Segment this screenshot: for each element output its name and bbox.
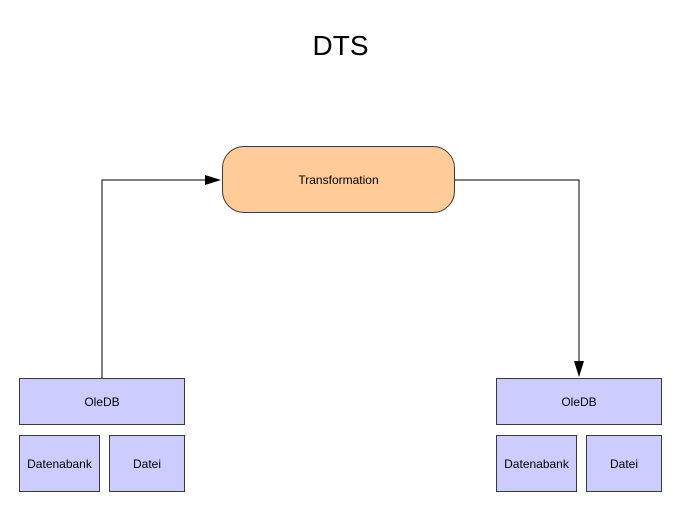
source-file-box: Datei bbox=[109, 435, 185, 492]
source-to-transformation-arrowhead bbox=[205, 175, 221, 185]
target-database-box: Datenabank bbox=[496, 435, 577, 492]
target-database-label: Datenabank bbox=[504, 456, 569, 471]
source-database-label: Datenabank bbox=[27, 456, 92, 471]
source-oledb-label: OleDB bbox=[84, 394, 120, 409]
source-oledb-box: OleDB bbox=[19, 378, 185, 425]
target-file-label: Datei bbox=[609, 456, 638, 471]
transformation-label: Transformation bbox=[298, 172, 379, 187]
source-database-box: Datenabank bbox=[19, 435, 100, 492]
target-file-box: Datei bbox=[586, 435, 662, 492]
target-oledb-box: OleDB bbox=[496, 378, 662, 425]
source-to-transformation-connector bbox=[101, 179, 208, 378]
target-oledb-label: OleDB bbox=[561, 394, 597, 409]
source-file-label: Datei bbox=[132, 456, 161, 471]
transformation-node: Transformation bbox=[222, 146, 455, 213]
transformation-to-target-connector bbox=[455, 179, 580, 364]
transformation-to-target-arrowhead bbox=[574, 361, 584, 377]
diagram-title: DTS bbox=[312, 30, 369, 61]
